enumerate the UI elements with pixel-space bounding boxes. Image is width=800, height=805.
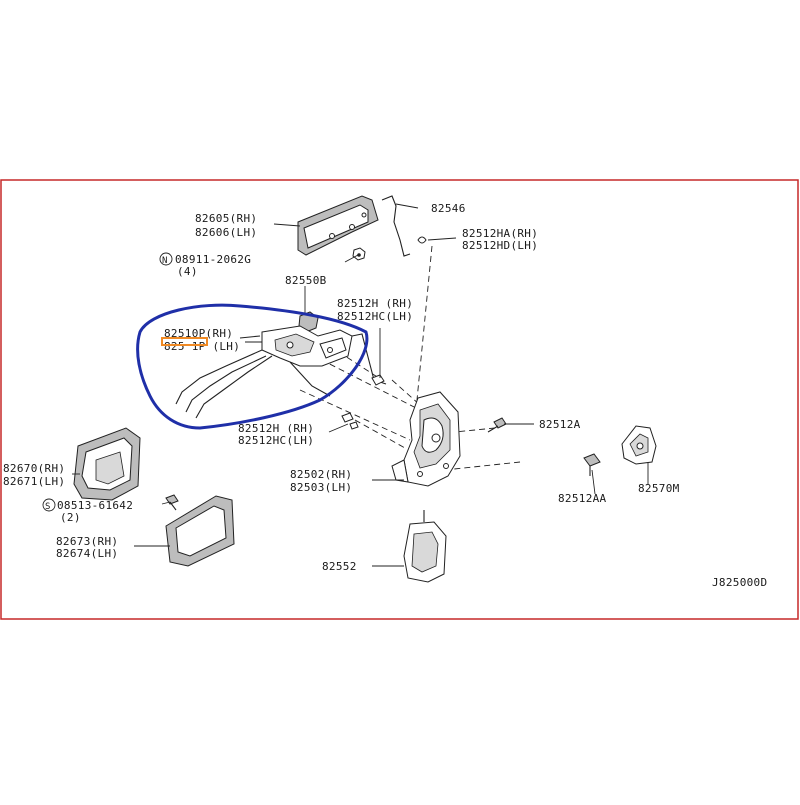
outside-handle xyxy=(297,195,379,256)
label-82546: 82546 xyxy=(431,202,466,215)
screw-82512AA xyxy=(583,453,601,476)
label-screw-code: 08513-61642 xyxy=(57,499,133,512)
screw-prefix: S xyxy=(45,502,51,512)
label-82512H-top: 82512H (RH) xyxy=(337,297,413,310)
clip-82512HA xyxy=(417,236,427,244)
leader-lines xyxy=(72,203,649,567)
label-82550B: 82550B xyxy=(285,274,327,287)
label-82512HC-top: 82512HC(LH) xyxy=(337,310,413,323)
highlight-box xyxy=(161,337,208,346)
lock-mechanism xyxy=(175,325,387,419)
label-82670: 82670(RH) xyxy=(3,462,65,475)
screw-prefix-circle xyxy=(42,498,56,512)
label-82512AA: 82512AA xyxy=(558,492,607,505)
label-82605: 82605(RH) xyxy=(195,212,257,225)
label-82570M: 82570M xyxy=(638,482,680,495)
rod-82546 xyxy=(381,195,411,257)
label-82671: 82671(LH) xyxy=(3,475,65,488)
clip-82512H-top xyxy=(371,374,385,386)
nut-prefix-circle xyxy=(159,252,173,266)
nut-prefix: N xyxy=(162,256,168,266)
door-lock-actuator xyxy=(391,391,461,487)
label-nut-code: 08911-2062G xyxy=(175,253,251,266)
label-82512A: 82512A xyxy=(539,418,581,431)
label-82606: 82606(LH) xyxy=(195,226,257,239)
striker-82570M xyxy=(621,425,657,465)
highlight-loop xyxy=(136,303,369,430)
diagram-id: J825000D xyxy=(712,576,767,589)
inside-handle xyxy=(73,427,141,501)
label-82674: 82674(LH) xyxy=(56,547,118,560)
rear-bracket-82552 xyxy=(403,510,447,583)
label-82552: 82552 xyxy=(322,560,357,573)
label-nut-qty: (4) xyxy=(177,265,198,278)
label-82512HC-low: 82512HC(LH) xyxy=(238,434,314,447)
escutcheon xyxy=(165,495,235,567)
label-82512H-low: 82512H (RH) xyxy=(238,422,314,435)
label-82512HD: 82512HD(LH) xyxy=(462,239,538,252)
label-82673: 82673(RH) xyxy=(56,535,118,548)
screw-82512A xyxy=(487,417,507,433)
nut xyxy=(352,247,366,261)
label-82502: 82502(RH) xyxy=(290,468,352,481)
diagram-frame xyxy=(0,179,799,620)
clip-82512H-low xyxy=(341,412,359,430)
label-82512HA: 82512HA(RH) xyxy=(462,227,538,240)
label-82510P: 82510P(RH) xyxy=(164,327,233,340)
label-82511P: 825 1P (LH) xyxy=(164,340,240,353)
label-82503: 82503(LH) xyxy=(290,481,352,494)
label-screw-qty: (2) xyxy=(60,511,81,524)
